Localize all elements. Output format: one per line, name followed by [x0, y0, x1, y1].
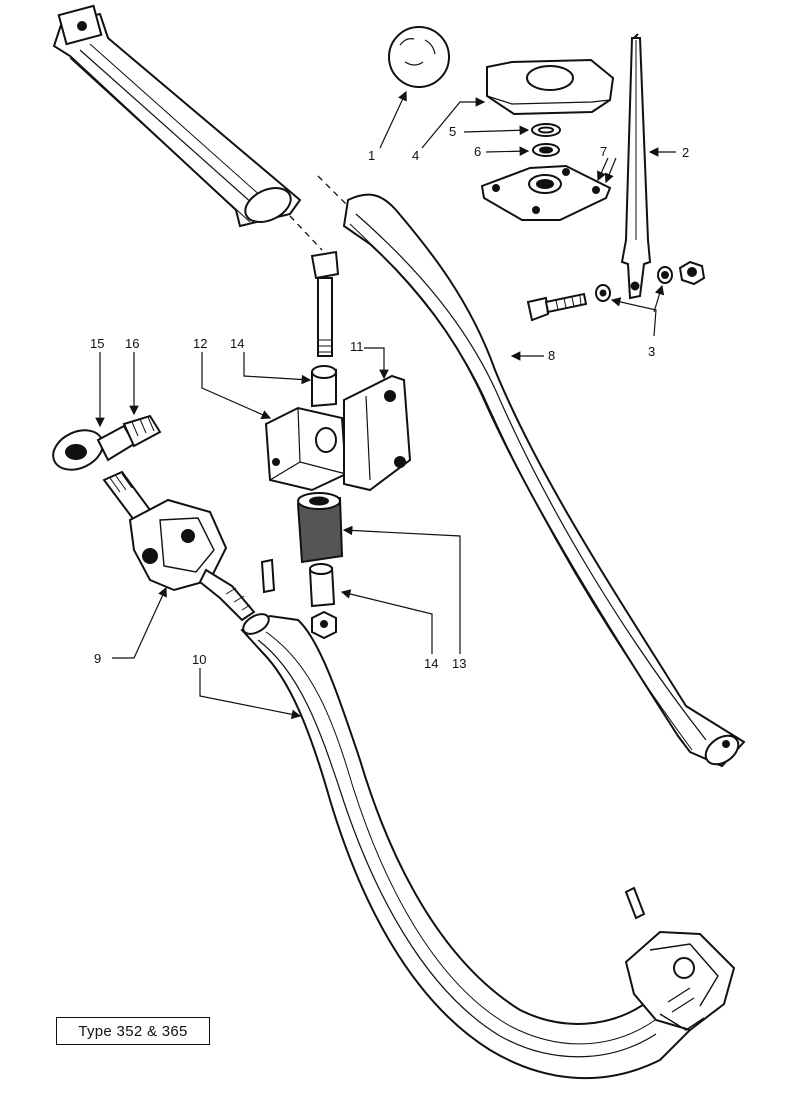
- label-part-14-upper: 14: [230, 336, 244, 351]
- label-part-13: 13: [452, 656, 466, 671]
- roll-pin: [260, 558, 276, 594]
- rubber-bush: [296, 492, 344, 564]
- boot-plate: [486, 58, 615, 116]
- label-part-11: 11: [350, 339, 364, 354]
- label-part-12: 12: [193, 336, 207, 351]
- lower-bush: [308, 563, 336, 608]
- rear-shift-rod: [342, 193, 746, 768]
- label-part-6: 6: [474, 144, 481, 159]
- label-part-7: 7: [600, 144, 607, 159]
- label-part-4: 4: [412, 148, 419, 163]
- label-part-14-lower: 14: [424, 656, 438, 671]
- upper-bush: [311, 365, 337, 408]
- model-caption-box: Type 352 & 365: [56, 1017, 210, 1045]
- knob: [388, 26, 450, 88]
- label-part-3: 3: [648, 344, 655, 359]
- bracket-bolt: [310, 250, 340, 357]
- roll-pin-lower: [624, 886, 646, 920]
- label-part-10: 10: [192, 652, 206, 667]
- rod-end-nut: [122, 414, 162, 448]
- upper-shift-tube: [52, 4, 302, 228]
- alignment-lines: [289, 175, 353, 251]
- label-part-1: 1: [368, 148, 375, 163]
- support-bracket: [343, 374, 412, 492]
- lower-shift-rod: [240, 613, 692, 1080]
- base-plate: [480, 164, 612, 221]
- universal-joint: [102, 470, 256, 622]
- label-part-16: 16: [125, 336, 139, 351]
- part-labels: 1 4 5 6 7 2 3 8 11 12 14 15 16 14 13 9 1…: [90, 124, 689, 671]
- label-part-15: 15: [90, 336, 104, 351]
- label-part-5: 5: [449, 124, 456, 139]
- gear-lever: [620, 33, 652, 300]
- washer: [532, 143, 560, 157]
- lower-nut: [311, 610, 337, 640]
- rod-end: [52, 424, 136, 471]
- leader-lines: [95, 90, 676, 720]
- circlip: [531, 123, 561, 137]
- label-part-2: 2: [682, 145, 689, 160]
- label-part-9: 9: [94, 651, 101, 666]
- pivot-bracket: [264, 406, 348, 492]
- lever-bolt-set: [526, 260, 706, 322]
- lower-yoke: [624, 930, 736, 1032]
- label-part-8: 8: [548, 348, 555, 363]
- model-caption: Type 352 & 365: [78, 1022, 188, 1040]
